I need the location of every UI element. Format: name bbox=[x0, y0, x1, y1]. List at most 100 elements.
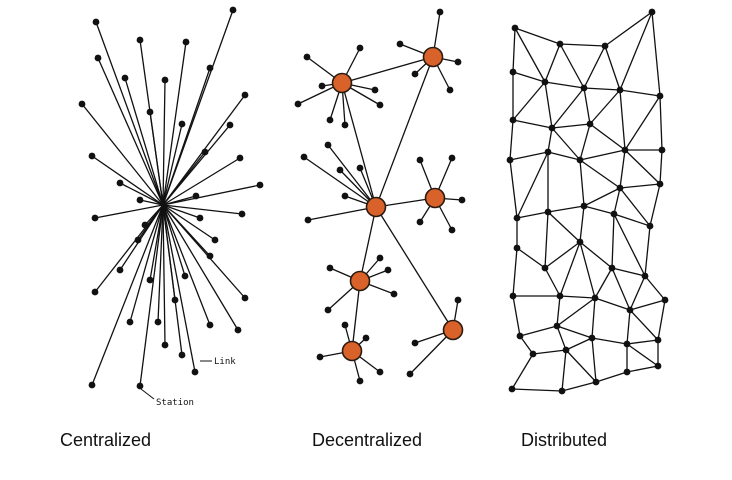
mesh-station bbox=[623, 340, 631, 348]
centralized-link bbox=[162, 204, 186, 277]
mesh-link bbox=[619, 149, 626, 189]
centralized-station bbox=[154, 318, 162, 326]
mesh-station bbox=[509, 116, 517, 124]
mesh-link bbox=[594, 267, 613, 299]
centralized-station bbox=[238, 210, 246, 218]
centralized-station bbox=[78, 100, 86, 108]
centralized-link bbox=[162, 157, 241, 206]
mesh-link bbox=[544, 211, 549, 269]
mesh-link bbox=[579, 205, 585, 243]
centralized-station bbox=[178, 120, 186, 128]
centralized-network bbox=[78, 6, 264, 390]
mesh-link bbox=[547, 211, 581, 243]
centralized-station bbox=[234, 326, 242, 334]
mesh-link bbox=[559, 241, 581, 297]
mesh-link bbox=[512, 27, 516, 73]
mesh-station bbox=[601, 42, 609, 50]
mesh-link bbox=[551, 123, 591, 129]
mesh-station bbox=[588, 334, 596, 342]
centralized-station bbox=[94, 54, 102, 62]
centralized-link bbox=[124, 77, 164, 206]
centralized-link bbox=[162, 123, 183, 206]
centralized-station bbox=[91, 288, 99, 296]
decentralized-station bbox=[396, 40, 404, 48]
mesh-link bbox=[626, 309, 631, 345]
mesh-link bbox=[516, 211, 549, 219]
centralized-station bbox=[91, 214, 99, 222]
mesh-station bbox=[509, 292, 517, 300]
hub-link bbox=[341, 56, 434, 84]
mesh-station bbox=[621, 146, 629, 154]
mesh-station bbox=[654, 362, 662, 370]
mesh-link bbox=[619, 89, 661, 97]
mesh-link bbox=[519, 335, 534, 355]
centralized-link bbox=[162, 195, 197, 206]
mesh-station bbox=[516, 332, 524, 340]
decentralized-station bbox=[341, 321, 349, 329]
mesh-station bbox=[626, 306, 634, 314]
mesh-link bbox=[624, 95, 661, 151]
mesh-station bbox=[656, 92, 664, 100]
mesh-link bbox=[657, 299, 666, 341]
centralized-station bbox=[126, 318, 134, 326]
mesh-station bbox=[658, 146, 666, 154]
centralized-station bbox=[226, 121, 234, 129]
link-annotation: Link bbox=[214, 357, 236, 367]
distributed-caption: Distributed bbox=[521, 430, 608, 450]
mesh-station bbox=[656, 180, 664, 188]
centralized-link bbox=[81, 103, 164, 206]
centralized-station bbox=[206, 64, 214, 72]
hub-node bbox=[442, 319, 464, 341]
decentralized-station bbox=[341, 121, 349, 129]
mesh-station bbox=[661, 296, 669, 304]
hub-link bbox=[375, 206, 454, 331]
mesh-link bbox=[583, 87, 621, 91]
centralized-link bbox=[91, 204, 164, 386]
mesh-station bbox=[641, 272, 649, 280]
mesh-link bbox=[583, 87, 591, 125]
centralized-station bbox=[178, 351, 186, 359]
mesh-link bbox=[547, 151, 581, 161]
mesh-station bbox=[511, 24, 519, 32]
mesh-link bbox=[611, 267, 631, 311]
centralized-station bbox=[241, 294, 249, 302]
mesh-link bbox=[644, 225, 651, 277]
hub-link bbox=[341, 82, 377, 208]
mesh-station bbox=[509, 68, 517, 76]
decentralized-link bbox=[303, 156, 377, 208]
mesh-link bbox=[659, 95, 663, 151]
distributed-network bbox=[506, 8, 669, 395]
centralized-station bbox=[206, 252, 214, 260]
centralized-station bbox=[136, 382, 144, 390]
centralized-station bbox=[136, 36, 144, 44]
mesh-link bbox=[556, 325, 567, 351]
mesh-link bbox=[649, 183, 661, 227]
mesh-link bbox=[583, 45, 606, 89]
mesh-link bbox=[544, 43, 561, 83]
mesh-link bbox=[559, 295, 596, 299]
mesh-link bbox=[611, 267, 646, 277]
centralized-station bbox=[92, 18, 100, 26]
mesh-station bbox=[544, 148, 552, 156]
decentralized-station bbox=[294, 100, 302, 108]
mesh-station bbox=[576, 156, 584, 164]
decentralized-station bbox=[436, 8, 444, 16]
centralized-station bbox=[116, 266, 124, 274]
centralized-link bbox=[95, 21, 164, 206]
centralized-link bbox=[162, 67, 211, 206]
station-annotation-pointer bbox=[140, 388, 155, 400]
mesh-link bbox=[583, 187, 621, 207]
mesh-link bbox=[511, 388, 563, 392]
mesh-station bbox=[558, 387, 566, 395]
mesh-link bbox=[659, 149, 663, 185]
mesh-link bbox=[626, 339, 659, 345]
station-annotation: Station bbox=[156, 398, 194, 408]
centralized-station bbox=[88, 152, 96, 160]
mesh-link bbox=[619, 11, 653, 91]
centralized-station bbox=[161, 76, 169, 84]
mesh-station bbox=[592, 378, 600, 386]
centralized-station bbox=[116, 179, 124, 187]
mesh-link bbox=[556, 295, 561, 327]
hub-node bbox=[331, 72, 353, 94]
